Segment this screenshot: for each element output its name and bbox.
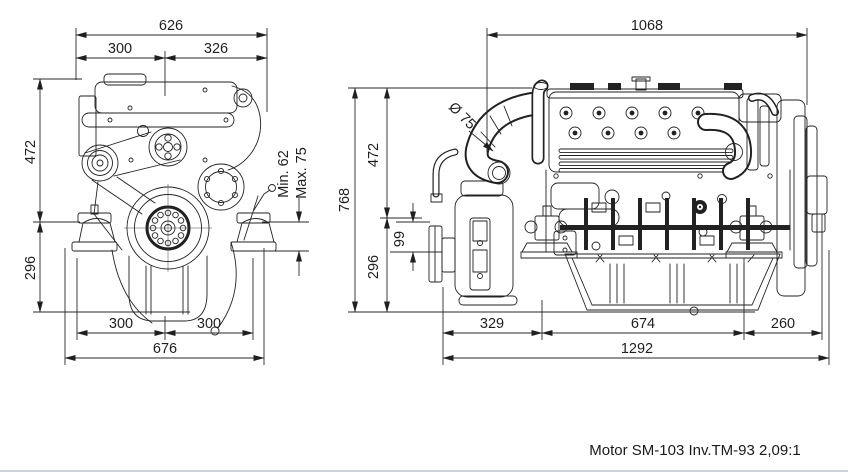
dimension-label: 676	[153, 341, 177, 357]
dimension-label: 260	[771, 316, 795, 332]
dimension-label: 326	[204, 41, 228, 57]
dimension-label: 329	[480, 316, 504, 332]
dimension-label: 472	[366, 143, 382, 167]
bottom-divider	[0, 470, 848, 472]
dimension-label: 674	[631, 316, 655, 332]
dimension-label: 296	[23, 256, 39, 280]
dimension-label: 626	[159, 18, 183, 34]
front-view-art	[71, 73, 277, 336]
dimension-label: Min. 62	[276, 150, 292, 198]
dimension-label: 1292	[621, 341, 653, 357]
dimension-label: 1068	[631, 18, 663, 34]
dimension-label: 472	[23, 140, 39, 164]
drawing-caption: Motor SM-103 Inv.TM-93 2,09:1	[589, 442, 801, 459]
dimension-label: 768	[337, 188, 353, 212]
side-view-art	[428, 76, 828, 316]
dimension-label: 300	[108, 41, 132, 57]
dimension-label: 300	[197, 316, 221, 332]
dimension-label: 300	[109, 316, 133, 332]
dimension-label: Max. 75	[294, 147, 310, 199]
dimension-label: 296	[366, 255, 382, 279]
dimension-label: 99	[392, 231, 408, 247]
dimension-line	[468, 130, 494, 152]
